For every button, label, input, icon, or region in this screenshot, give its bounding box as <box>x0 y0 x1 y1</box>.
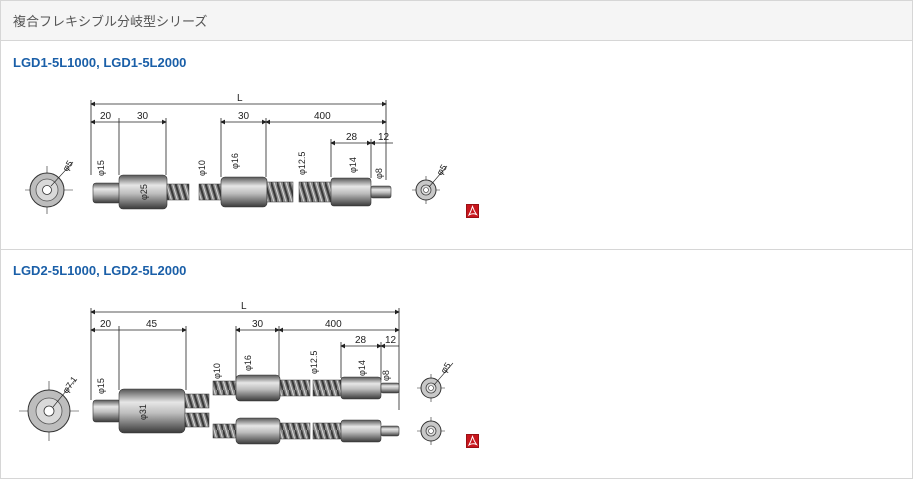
dim-dia16: φ16 <box>230 153 240 169</box>
hose-assembly <box>92 174 392 210</box>
end-view-right <box>417 362 454 445</box>
dimension-drawing-lgd2: L 20 45 30 400 28 12 φ7.1 <box>19 301 454 445</box>
dim-dia12-5: φ12.5 <box>297 152 307 175</box>
end-view-right <box>412 165 448 204</box>
dim-28: 28 <box>355 335 367 346</box>
dim-dia10: φ10 <box>197 160 207 176</box>
end-view-left <box>25 161 74 214</box>
dim-dia5: φ5 <box>438 361 452 376</box>
dim-400: 400 <box>325 319 342 330</box>
dim-L: L <box>237 93 243 104</box>
panel-header: 複合フレキシブル分岐型シリーズ <box>1 1 912 41</box>
dim-30a: 30 <box>137 111 149 122</box>
dim-12: 12 <box>378 132 390 143</box>
dim-30: 30 <box>252 319 264 330</box>
dim-dia15: φ15 <box>96 378 106 394</box>
dim-400: 400 <box>314 111 331 122</box>
product-section-lgd2: LGD2-5L1000, LGD2-5L2000 L 20 45 <box>1 249 912 479</box>
dim-L: L <box>241 301 247 312</box>
dim-dia25: φ25 <box>139 184 149 200</box>
dim-45: 45 <box>146 319 158 330</box>
dim-28: 28 <box>346 132 358 143</box>
dim-dia14: φ14 <box>357 360 367 376</box>
dim-dia31: φ31 <box>138 404 148 420</box>
dim-dia15: φ15 <box>96 160 106 176</box>
dim-dia8: φ8 <box>381 370 391 381</box>
dim-dia8: φ8 <box>374 168 384 179</box>
pdf-icon[interactable] <box>466 434 479 448</box>
dim-12: 12 <box>385 335 397 346</box>
section-title: LGD2-5L1000, LGD2-5L2000 <box>13 263 187 278</box>
dim-dia12-5: φ12.5 <box>309 351 319 374</box>
dim-dia16: φ16 <box>243 355 253 371</box>
dim-dia7-1: φ7.1 <box>60 374 79 395</box>
product-section-lgd1: LGD1-5L1000, LGD1-5L2000 <box>1 42 912 248</box>
dim-20: 20 <box>100 111 112 122</box>
dim-30b: 30 <box>238 111 250 122</box>
pdf-icon[interactable] <box>466 204 479 218</box>
dim-dia14: φ14 <box>348 157 358 173</box>
end-view-left <box>19 379 79 441</box>
panel-title: 複合フレキシブル分岐型シリーズ <box>13 15 208 30</box>
dim-20: 20 <box>100 319 112 330</box>
dim-dia5-left: φ5 <box>60 159 74 174</box>
dim-dia10: φ10 <box>212 363 222 379</box>
section-title: LGD1-5L1000, LGD1-5L2000 <box>13 55 187 70</box>
hose-assembly-branched <box>92 374 400 445</box>
dim-dia5-right: φ5 <box>434 163 448 178</box>
dimension-drawing-lgd1: L 20 30 30 400 28 12 φ5 <box>25 93 449 214</box>
